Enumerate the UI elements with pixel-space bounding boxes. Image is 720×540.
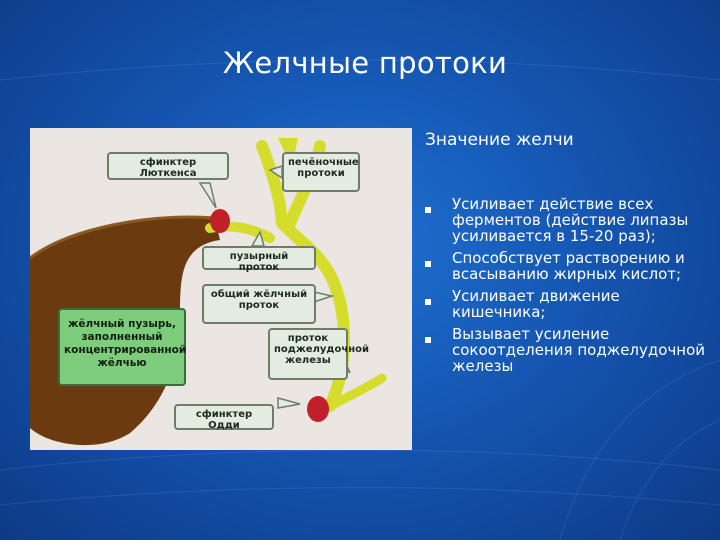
oddi-sphincter-marker bbox=[307, 396, 329, 422]
bile-duct-diagram: сфинктер Люткенса печёночные протоки пуз… bbox=[30, 128, 412, 450]
pancreatic-duct bbox=[325, 373, 387, 411]
list-item-text: Вызывает усиление сокоотделения поджелуд… bbox=[452, 325, 706, 375]
bullet-square-icon bbox=[425, 337, 431, 343]
list-item-text: Способствует растворению и всасыванию жи… bbox=[452, 249, 685, 283]
hepatic-ducts-label: печёночные протоки bbox=[282, 152, 360, 192]
pancreatic-duct-label: проток поджелудочной железы bbox=[268, 328, 369, 380]
hepatic-duct-left bbox=[256, 140, 288, 229]
info-heading: Значение желчи bbox=[425, 130, 574, 150]
list-item-text: Усиливает действие всех ферментов (дейст… bbox=[452, 195, 689, 245]
list-item: Вызывает усиление сокоотделения поджелуд… bbox=[425, 326, 715, 374]
list-item: Усиливает действие всех ферментов (дейст… bbox=[425, 196, 715, 244]
common-bile-duct-label: общий жёлчный проток bbox=[202, 284, 316, 324]
lutkens-sphincter-label: сфинктер Люткенса bbox=[107, 152, 229, 180]
list-item: Усиливает движение кишечника; bbox=[425, 288, 715, 320]
bullet-square-icon bbox=[425, 207, 431, 213]
gallbladder-label: жёлчный пузырь, заполненный концентриров… bbox=[58, 308, 186, 386]
list-item: Способствует растворению и всасыванию жи… bbox=[425, 250, 715, 282]
slide-title: Желчные протоки bbox=[222, 46, 508, 80]
list-item-text: Усиливает движение кишечника; bbox=[452, 287, 620, 321]
bullet-square-icon bbox=[425, 299, 431, 305]
bullet-square-icon bbox=[425, 261, 431, 267]
lutkens-sphincter-marker bbox=[210, 209, 230, 233]
oddi-sphincter-label: сфинктер Одди bbox=[174, 404, 274, 431]
cystic-duct-label: пузырный проток bbox=[202, 246, 316, 273]
bile-functions-list: Усиливает действие всех ферментов (дейст… bbox=[425, 196, 715, 380]
